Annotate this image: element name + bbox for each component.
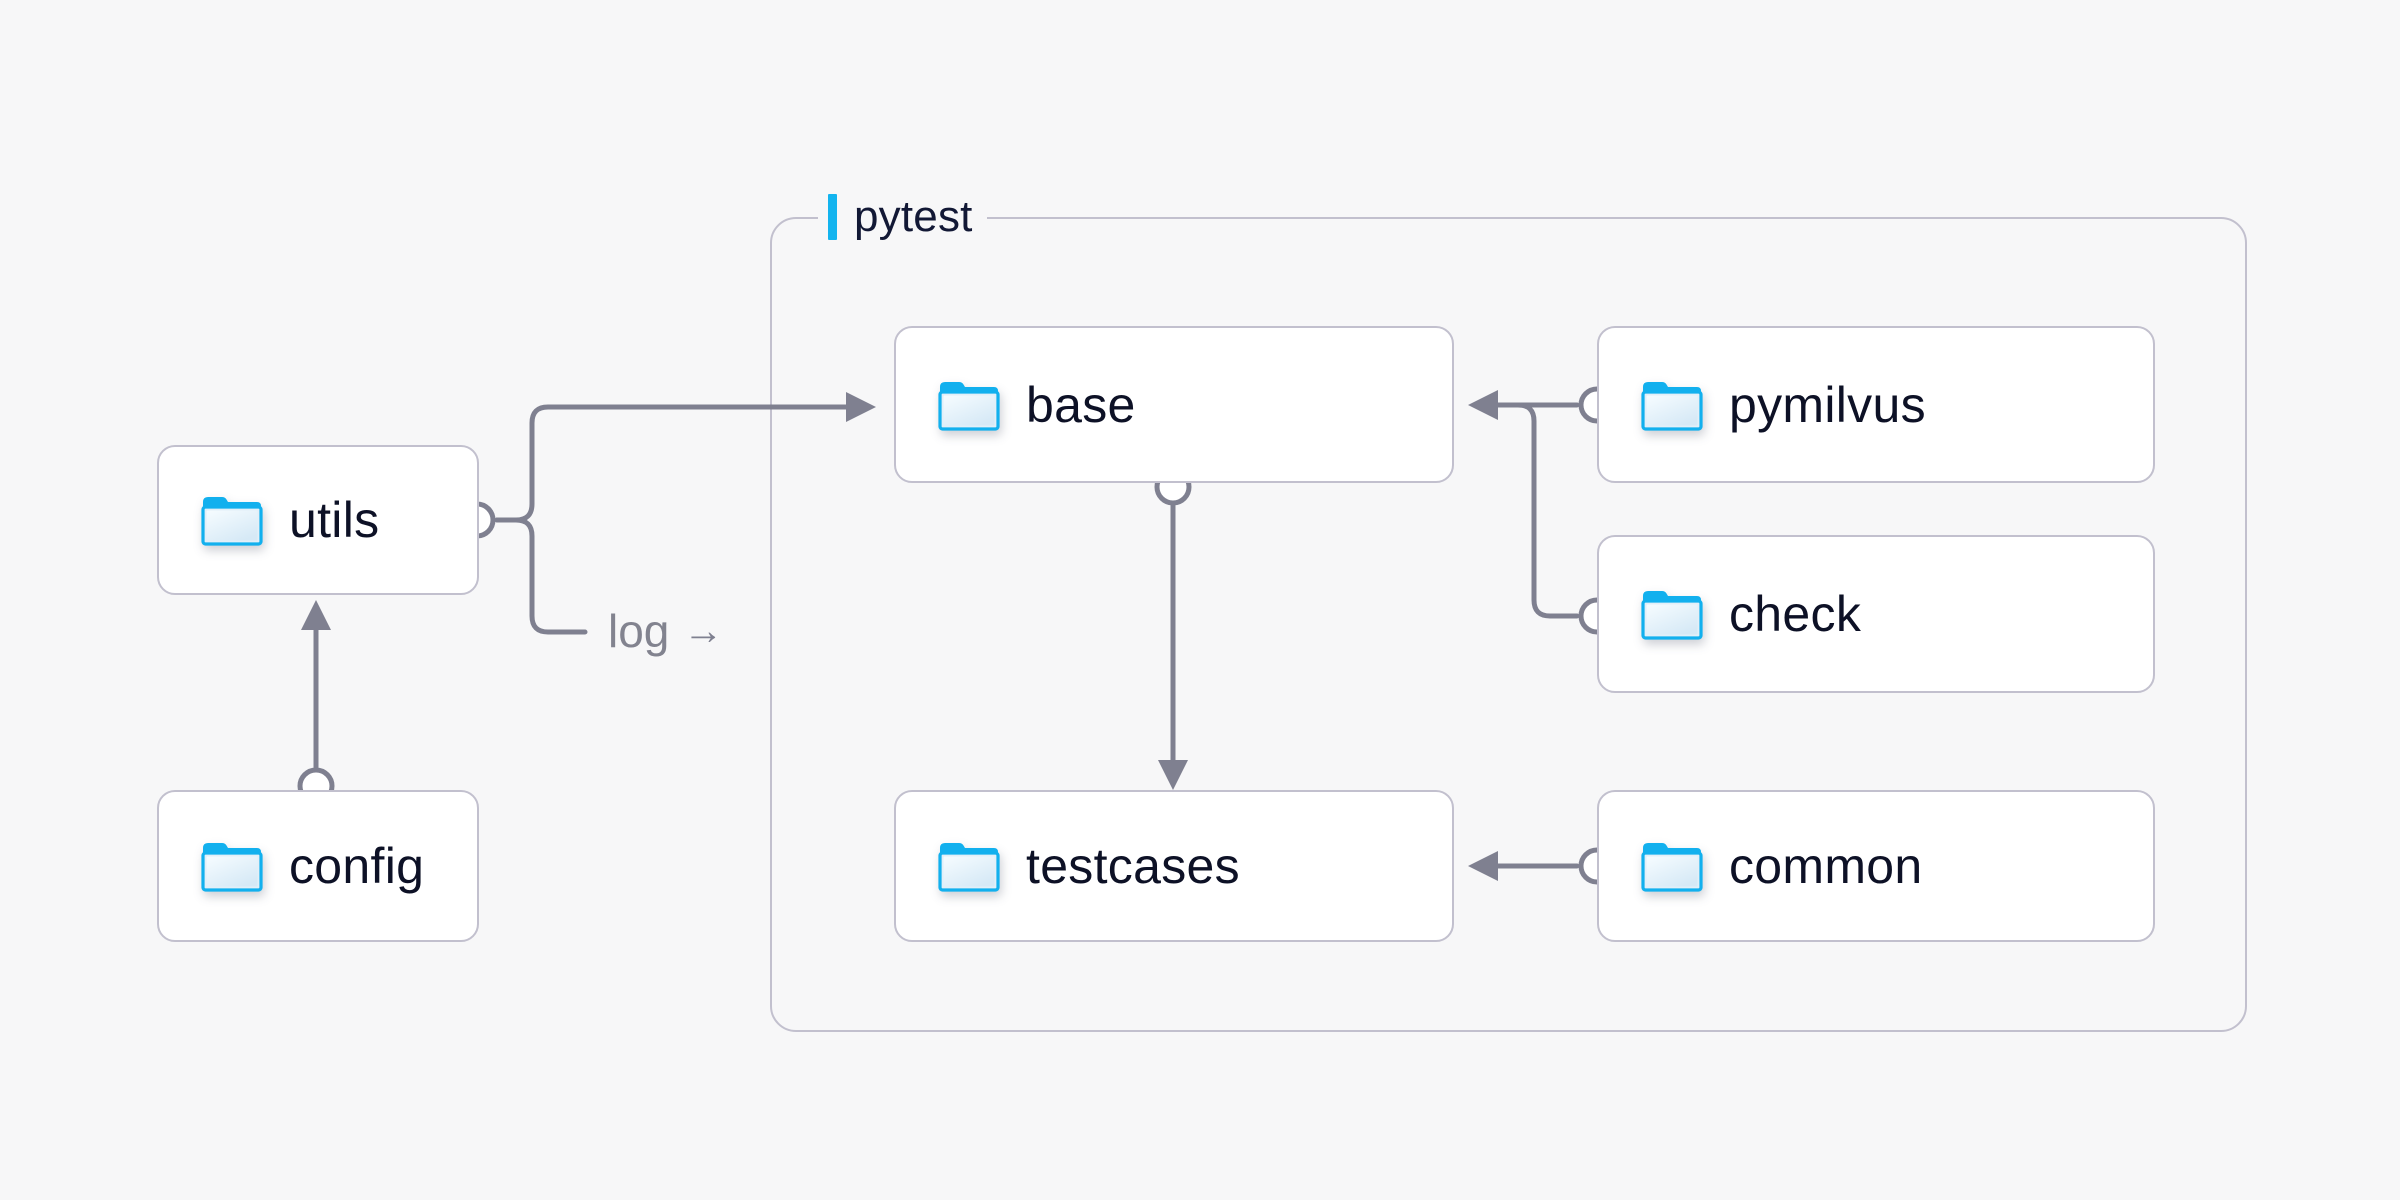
arrowhead-utils-bottom [301,600,331,630]
folder-icon [938,381,1000,431]
node-pymilvus[interactable]: pymilvus [1597,326,2155,483]
edge-utils-to-log [494,517,588,635]
node-label-check: check [1729,586,1862,642]
folder-icon [1641,591,1703,640]
node-common[interactable]: common [1597,790,2155,942]
node-base[interactable]: base [894,326,1454,483]
node-label-utils: utils [289,492,380,548]
group-container-pytest [770,217,2247,1032]
node-label-common: common [1729,838,1923,894]
node-label-testcases: testcases [1026,838,1240,894]
folder-icon [201,843,263,892]
group-accent-bar [828,194,837,240]
node-testcases[interactable]: testcases [894,790,1454,942]
folder-icon [1641,843,1703,892]
node-label-config: config [289,838,425,894]
edge-label-log: log → [608,608,723,654]
folder-icon [201,497,263,546]
node-label-base: base [1026,376,1136,433]
edge-label-log-text: log [608,605,670,657]
node-config[interactable]: config [157,790,479,942]
arrow-right-icon: → [683,609,724,653]
group-label-pytest: pytest [818,189,987,245]
node-label-pymilvus: pymilvus [1729,376,1926,433]
folder-icon [938,843,1000,892]
node-check[interactable]: check [1597,535,2155,693]
group-title-text: pytest [854,192,973,241]
folder-icon [1641,381,1703,431]
node-utils[interactable]: utils [157,445,479,595]
